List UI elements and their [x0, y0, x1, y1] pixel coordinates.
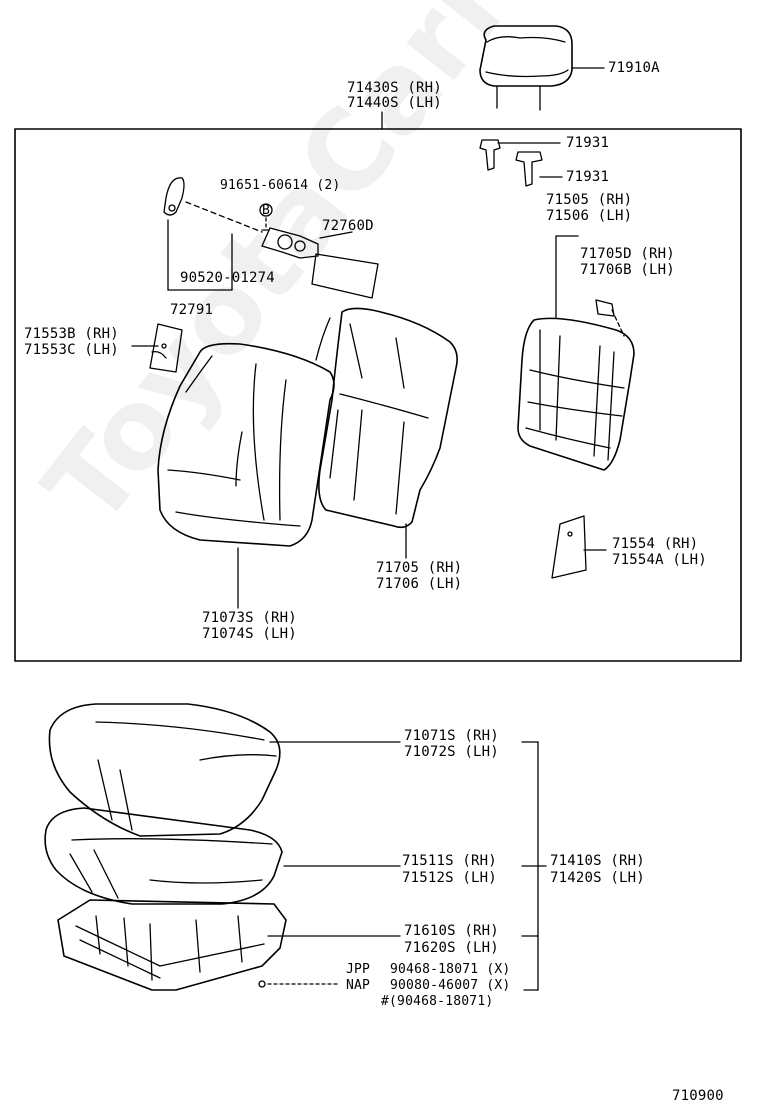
- label-cover-71554a-lh: 71554A (LH): [612, 552, 707, 568]
- label-cushion-cover-lh: 71072S (LH): [404, 744, 499, 760]
- label-cushion-pad-rh: 71511S (RH): [402, 853, 497, 869]
- footer-code: 710900: [672, 1088, 724, 1104]
- recliner-cover: [259, 203, 379, 299]
- label-frame-71505-rh: 71505 (RH): [546, 192, 633, 208]
- cushion-cover: [48, 703, 401, 837]
- seatback-group-box: [14, 128, 742, 662]
- cushion-pad: [44, 807, 401, 905]
- label-jpp: JPP: [346, 962, 371, 977]
- clip: [258, 980, 339, 988]
- label-clip-jpp: 90468-18071 (X): [390, 962, 511, 977]
- label-marker-b: B: [262, 203, 271, 218]
- label-pin: 90520-01274: [180, 270, 275, 286]
- label-cushion-pad-lh: 71512S (LH): [402, 870, 497, 886]
- label-clip-nap: 90080-46007 (X): [390, 978, 511, 993]
- label-cushion-assy-rh: 71410S (RH): [550, 853, 645, 869]
- headrest-guide-2: [515, 151, 563, 187]
- seatback-cover: [157, 342, 335, 609]
- label-pad-71706b-lh: 71706B (LH): [580, 262, 675, 278]
- label-cushion-frame-lh: 71620S (LH): [404, 940, 499, 956]
- label-cushion-assy-lh: 71420S (LH): [550, 870, 645, 886]
- seatback-frame: [517, 235, 635, 471]
- label-headrest: 71910A: [608, 60, 660, 76]
- label-pad-71705-rh: 71705 (RH): [376, 560, 463, 576]
- label-nap: NAP: [346, 978, 371, 993]
- label-frame-71506-lh: 71506 (LH): [546, 208, 633, 224]
- label-cushion-frame-rh: 71610S (RH): [404, 923, 499, 939]
- label-back-assy-rh: 71430S (RH): [347, 80, 442, 96]
- cushion-frame: [57, 899, 401, 991]
- label-clip-alt: #(90468-18071): [381, 994, 494, 1009]
- label-cover-71073-rh: 71073S (RH): [202, 610, 297, 626]
- headrest-guide-1: [479, 139, 561, 171]
- label-cover-71553-lh: 71553C (LH): [24, 342, 119, 358]
- label-lever: 72791: [170, 302, 214, 318]
- headrest-drawing: [479, 25, 605, 111]
- label-cover-71553-rh: 71553B (RH): [24, 326, 119, 342]
- label-pad-71705d-rh: 71705D (RH): [580, 246, 675, 262]
- label-cover-72760d: 72760D: [322, 218, 374, 234]
- label-screw: 91651-60614 (2): [220, 178, 341, 193]
- side-cover-71554: [551, 515, 607, 579]
- cushion-assy-bracket: [521, 741, 547, 991]
- label-cushion-cover-rh: 71071S (RH): [404, 728, 499, 744]
- label-back-assy-lh: 71440S (LH): [347, 95, 442, 111]
- seatback-pad: [315, 307, 458, 559]
- side-cover-71553: [131, 323, 183, 373]
- label-cover-71554-rh: 71554 (RH): [612, 536, 699, 552]
- label-guide-2: 71931: [566, 169, 610, 185]
- label-guide-1: 71931: [566, 135, 610, 151]
- recliner-lever: [163, 177, 263, 291]
- label-pad-71706-lh: 71706 (LH): [376, 576, 463, 592]
- label-cover-71074-lh: 71074S (LH): [202, 626, 297, 642]
